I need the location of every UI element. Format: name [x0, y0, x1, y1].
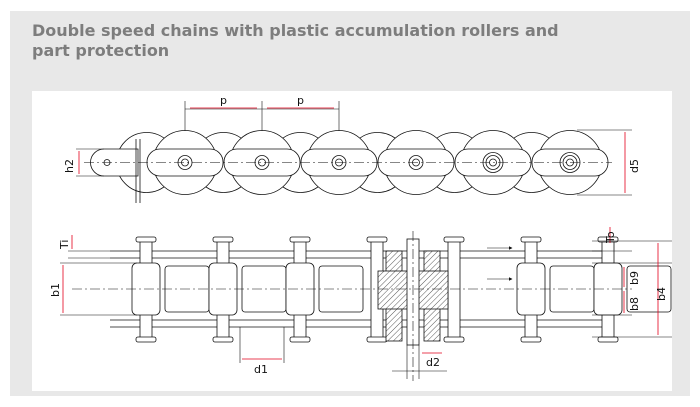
pin-head [135, 336, 157, 343]
pin-head [289, 236, 311, 243]
b4-label: b4 [655, 287, 668, 301]
pitch-label-2: p [297, 94, 304, 107]
pin-head [520, 336, 542, 343]
top-view: Ti To b1 b9 b8 b4 [49, 227, 672, 381]
pin-head [366, 336, 388, 343]
chain-pin [447, 240, 461, 340]
pin-head [289, 336, 311, 343]
pin-head [135, 236, 157, 243]
d2-label: d2 [426, 356, 440, 369]
pin-head [212, 236, 234, 243]
pin-head [366, 236, 388, 243]
page-title: Double speed chains with plastic accumul… [32, 21, 559, 60]
pin-head [443, 236, 465, 243]
chain-drawing-svg: p p h2 d5 [49, 94, 672, 381]
pin-head [597, 336, 619, 343]
to-label: To [604, 231, 617, 244]
pin-head [212, 336, 234, 343]
technical-drawing: p p h2 d5 [32, 91, 672, 391]
d5-label: d5 [628, 159, 641, 173]
b8-label: b8 [628, 297, 641, 311]
ti-label: Ti [58, 240, 71, 250]
pitch-label-1: p [220, 94, 227, 107]
pin-head [520, 236, 542, 243]
content-panel: Double speed chains with plastic accumul… [10, 11, 690, 396]
d1-label: d1 [254, 363, 268, 376]
b9-label: b9 [628, 271, 641, 285]
h2-label: h2 [63, 159, 76, 173]
b1-label: b1 [49, 283, 62, 297]
side-view: p p h2 d5 [63, 94, 641, 203]
pin-head [443, 336, 465, 343]
